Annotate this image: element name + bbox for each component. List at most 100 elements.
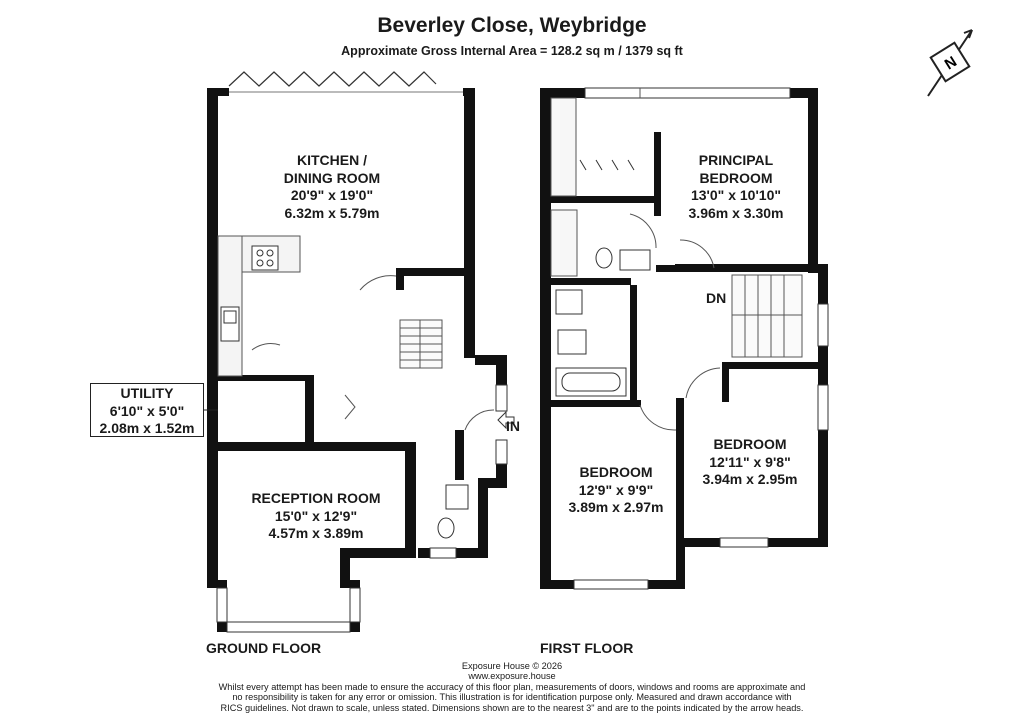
ff-wall-step-lower — [676, 538, 685, 588]
bath-icon — [555, 367, 627, 397]
gf-wall-utility-top — [218, 375, 313, 381]
ff-wall-bed-divider — [676, 398, 684, 540]
first-floor-label: FIRST FLOOR — [540, 640, 634, 656]
ff-door-swing-bed3 — [685, 367, 721, 399]
gf-wall-right-upper — [464, 88, 475, 358]
ff-window-principal — [584, 87, 791, 99]
room-dimensions-metric: 3.94m x 2.95m — [702, 471, 798, 487]
gf-wall-right-mid — [496, 355, 507, 385]
gf-wall-hall-stub — [396, 268, 404, 290]
ff-door-swing-ensuite — [629, 213, 657, 249]
principal-bedroom-label: PRINCIPAL BEDROOM 13'0" x 10'10" 3.96m x… — [676, 152, 796, 222]
gf-door-swing-kitchen — [251, 343, 281, 351]
room-dimensions-imperial: 15'0" x 12'9" — [274, 507, 358, 524]
ff-wall-right-mid — [818, 264, 828, 304]
ff-wall-bath-right — [630, 285, 637, 405]
plan-title: Beverley Close, Weybridge — [377, 14, 647, 37]
ff-wall-top-right — [790, 88, 818, 98]
gross-area-subtitle: Approximate Gross Internal Area = 128.2 … — [341, 44, 683, 58]
ff-wall-ensuite-top — [551, 196, 656, 203]
ff-wall-right-mid2 — [818, 345, 828, 385]
gf-wall-right-lower — [496, 463, 507, 485]
ff-wall-bed2-top — [551, 400, 641, 407]
bedroom-3-label: BEDROOM 12'11" x 9'8" 3.94m x 2.95m — [690, 436, 810, 489]
kitchen-dining-label: KITCHEN / DINING ROOM 20'9" x 19'0" 6.32… — [262, 152, 402, 222]
north-arrow-icon — [927, 29, 973, 97]
ff-wall-left — [540, 88, 551, 585]
toilet-icon — [437, 517, 455, 539]
ff-door-swing-principal — [679, 239, 715, 269]
gf-wall-hall-top — [396, 268, 475, 276]
gf-window-side-2 — [495, 439, 508, 465]
room-dimensions-metric: 4.57m x 3.89m — [268, 525, 364, 541]
first-floor-fixtures — [550, 87, 829, 590]
gf-wall-reception-right — [405, 450, 416, 550]
footer-company: Exposure House © 2026 — [461, 661, 563, 671]
ff-wall-right-upper — [808, 88, 818, 268]
ff-window-stairs — [817, 303, 829, 347]
basin-icon-bath — [555, 289, 583, 315]
ff-wall-top-left — [540, 88, 585, 98]
gf-door-swing-hall — [359, 275, 397, 291]
gf-bifold-doors — [228, 71, 437, 87]
ff-wall-wardrobe — [654, 132, 661, 216]
room-name: RECEPTION ROOM — [251, 490, 381, 506]
hob-icon — [251, 245, 279, 271]
utility-label: UTILITY 6'10" x 5'0" 2.08m x 1.52m — [90, 383, 204, 437]
entrance-label: IN — [506, 418, 520, 434]
room-name: KITCHEN / — [297, 152, 367, 168]
room-dimensions-metric: 3.89m x 2.97m — [568, 499, 664, 515]
gf-wall-reception-top — [218, 442, 416, 451]
room-dimensions-imperial: 12'9" x 9'9" — [578, 481, 654, 498]
gf-window-bay — [226, 621, 351, 633]
sink-icon — [220, 306, 240, 342]
footer-website: www.exposure.house — [468, 671, 556, 682]
ff-window-bed3-side — [817, 384, 829, 431]
ff-wall-right-lower — [818, 430, 828, 545]
room-dimensions-metric: 3.96m x 3.30m — [688, 204, 784, 221]
basin-icon — [445, 484, 469, 510]
ff-wall-bed3-top — [722, 362, 818, 369]
room-dimensions-imperial: 13'0" x 10'10" — [690, 187, 781, 203]
footer-disclaimer-line: RICS guidelines. Not drawn to scale, unl… — [220, 702, 804, 713]
gf-cupboard-doors — [344, 394, 356, 420]
room-name: BEDROOM — [579, 464, 653, 480]
ff-wall-bed3-left — [722, 362, 729, 402]
gf-wall-utility-right — [305, 375, 314, 445]
gf-wall-bay-corner — [340, 580, 360, 588]
gf-wall-wc-left — [455, 430, 464, 480]
gf-wall-step — [475, 355, 507, 365]
entrance-arrow-icon — [497, 410, 515, 430]
toilet-icon-ensuite — [595, 247, 613, 269]
shower-icon — [550, 209, 578, 277]
ff-wall-principal-bottom — [675, 264, 815, 272]
gf-wall-bay-right — [340, 548, 350, 588]
ff-door-swing-bed2 — [639, 404, 677, 431]
room-dimensions-imperial: 6'10" x 5'0" — [109, 402, 185, 419]
gf-door-swing-entrance — [464, 409, 495, 431]
ff-wall-bath-top — [551, 278, 631, 285]
room-name: UTILITY — [120, 385, 174, 401]
gf-wall-top-left — [207, 88, 229, 96]
stairs-down-label: DN — [706, 290, 727, 306]
ff-stairs — [731, 274, 803, 358]
footer-disclaimer-line: no responsibility is taken for any error… — [232, 692, 792, 703]
room-dimensions-metric: 6.32m x 5.79m — [284, 204, 380, 221]
ff-window-bed3 — [719, 537, 769, 548]
ff-wardrobe — [550, 97, 577, 197]
room-dimensions-imperial: 12'11" x 9'8" — [709, 453, 791, 470]
ground-floor-fixtures — [216, 71, 515, 633]
gf-window-side — [495, 384, 508, 412]
gf-wall-reception-bottom — [340, 548, 416, 558]
gf-kitchen-side-units — [217, 235, 243, 377]
basin-icon-ensuite — [619, 249, 651, 271]
footer-disclaimer-line: Whilst every attempt has been made to en… — [218, 681, 806, 692]
room-dimensions-imperial: 20'9" x 19'0" — [290, 187, 374, 203]
room-name: BEDROOM — [699, 169, 773, 186]
gf-wall-left — [207, 88, 218, 585]
gf-wall-wc-right — [478, 478, 488, 558]
room-name: DINING ROOM — [283, 169, 381, 186]
room-dimensions-metric: 2.08m x 1.52m — [99, 420, 195, 436]
room-name: BEDROOM — [713, 436, 787, 452]
